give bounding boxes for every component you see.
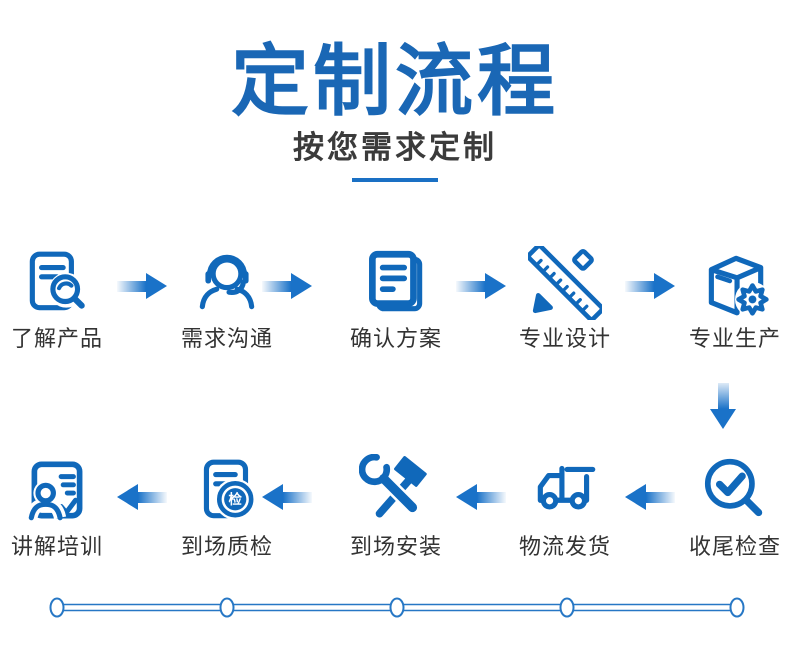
ruler-pencil-icon [528,246,602,320]
step-requirement-communication: 需求沟通 [152,246,302,351]
arrow-right-icon [117,273,167,299]
document-stack-icon [369,250,423,312]
step-label: 到场质检 [180,534,273,559]
step-understand-product: 了解产品 [0,246,132,351]
box-gear-icon [708,255,770,317]
magnifier-check-icon [704,458,763,517]
step-label: 确认方案 [349,326,442,351]
step-label: 专业设计 [518,326,611,351]
step-logistics-shipping: 物流发货 [490,454,640,559]
step-label: 了解产品 [10,326,103,351]
arrow-left-icon [625,484,675,510]
step-label: 收尾检查 [688,534,781,559]
step-onsite-quality-check: 检 到场质检 [152,454,302,559]
arrow-left-icon [262,484,312,510]
step-professional-production: 专业生产 [660,246,790,351]
step-label: 物流发货 [518,534,611,559]
step-onsite-installation: 到场安装 [321,454,471,559]
inspect-badge-text: 检 [229,491,243,507]
truck-icon [537,465,596,510]
step-confirm-plan: 确认方案 [321,246,471,351]
arrow-left-icon [117,484,167,510]
step-label: 专业生产 [688,326,781,351]
wrench-hammer-icon [359,454,427,518]
step-training: 讲解培训 [0,454,132,559]
step-label: 到场安装 [349,534,442,559]
arrow-left-icon [456,484,506,510]
page-subtitle: 按您需求定制 [293,130,497,165]
step-final-inspection: 收尾检查 [660,454,790,559]
document-search-icon [29,251,85,311]
arrow-right-icon [262,273,312,299]
arrow-right-icon [456,273,506,299]
subtitle-underline [352,178,438,182]
arrow-right-icon [625,273,675,299]
headset-agent-icon [199,254,255,310]
step-label: 讲解培训 [10,534,103,559]
step-label: 需求沟通 [180,326,273,351]
timeline-track [49,597,745,618]
document-inspect-icon: 检 [203,459,256,520]
page-title: 定制流程 [230,37,559,125]
arrow-down-icon [710,383,736,429]
trainer-document-icon [25,461,83,521]
step-professional-design: 专业设计 [490,246,640,351]
